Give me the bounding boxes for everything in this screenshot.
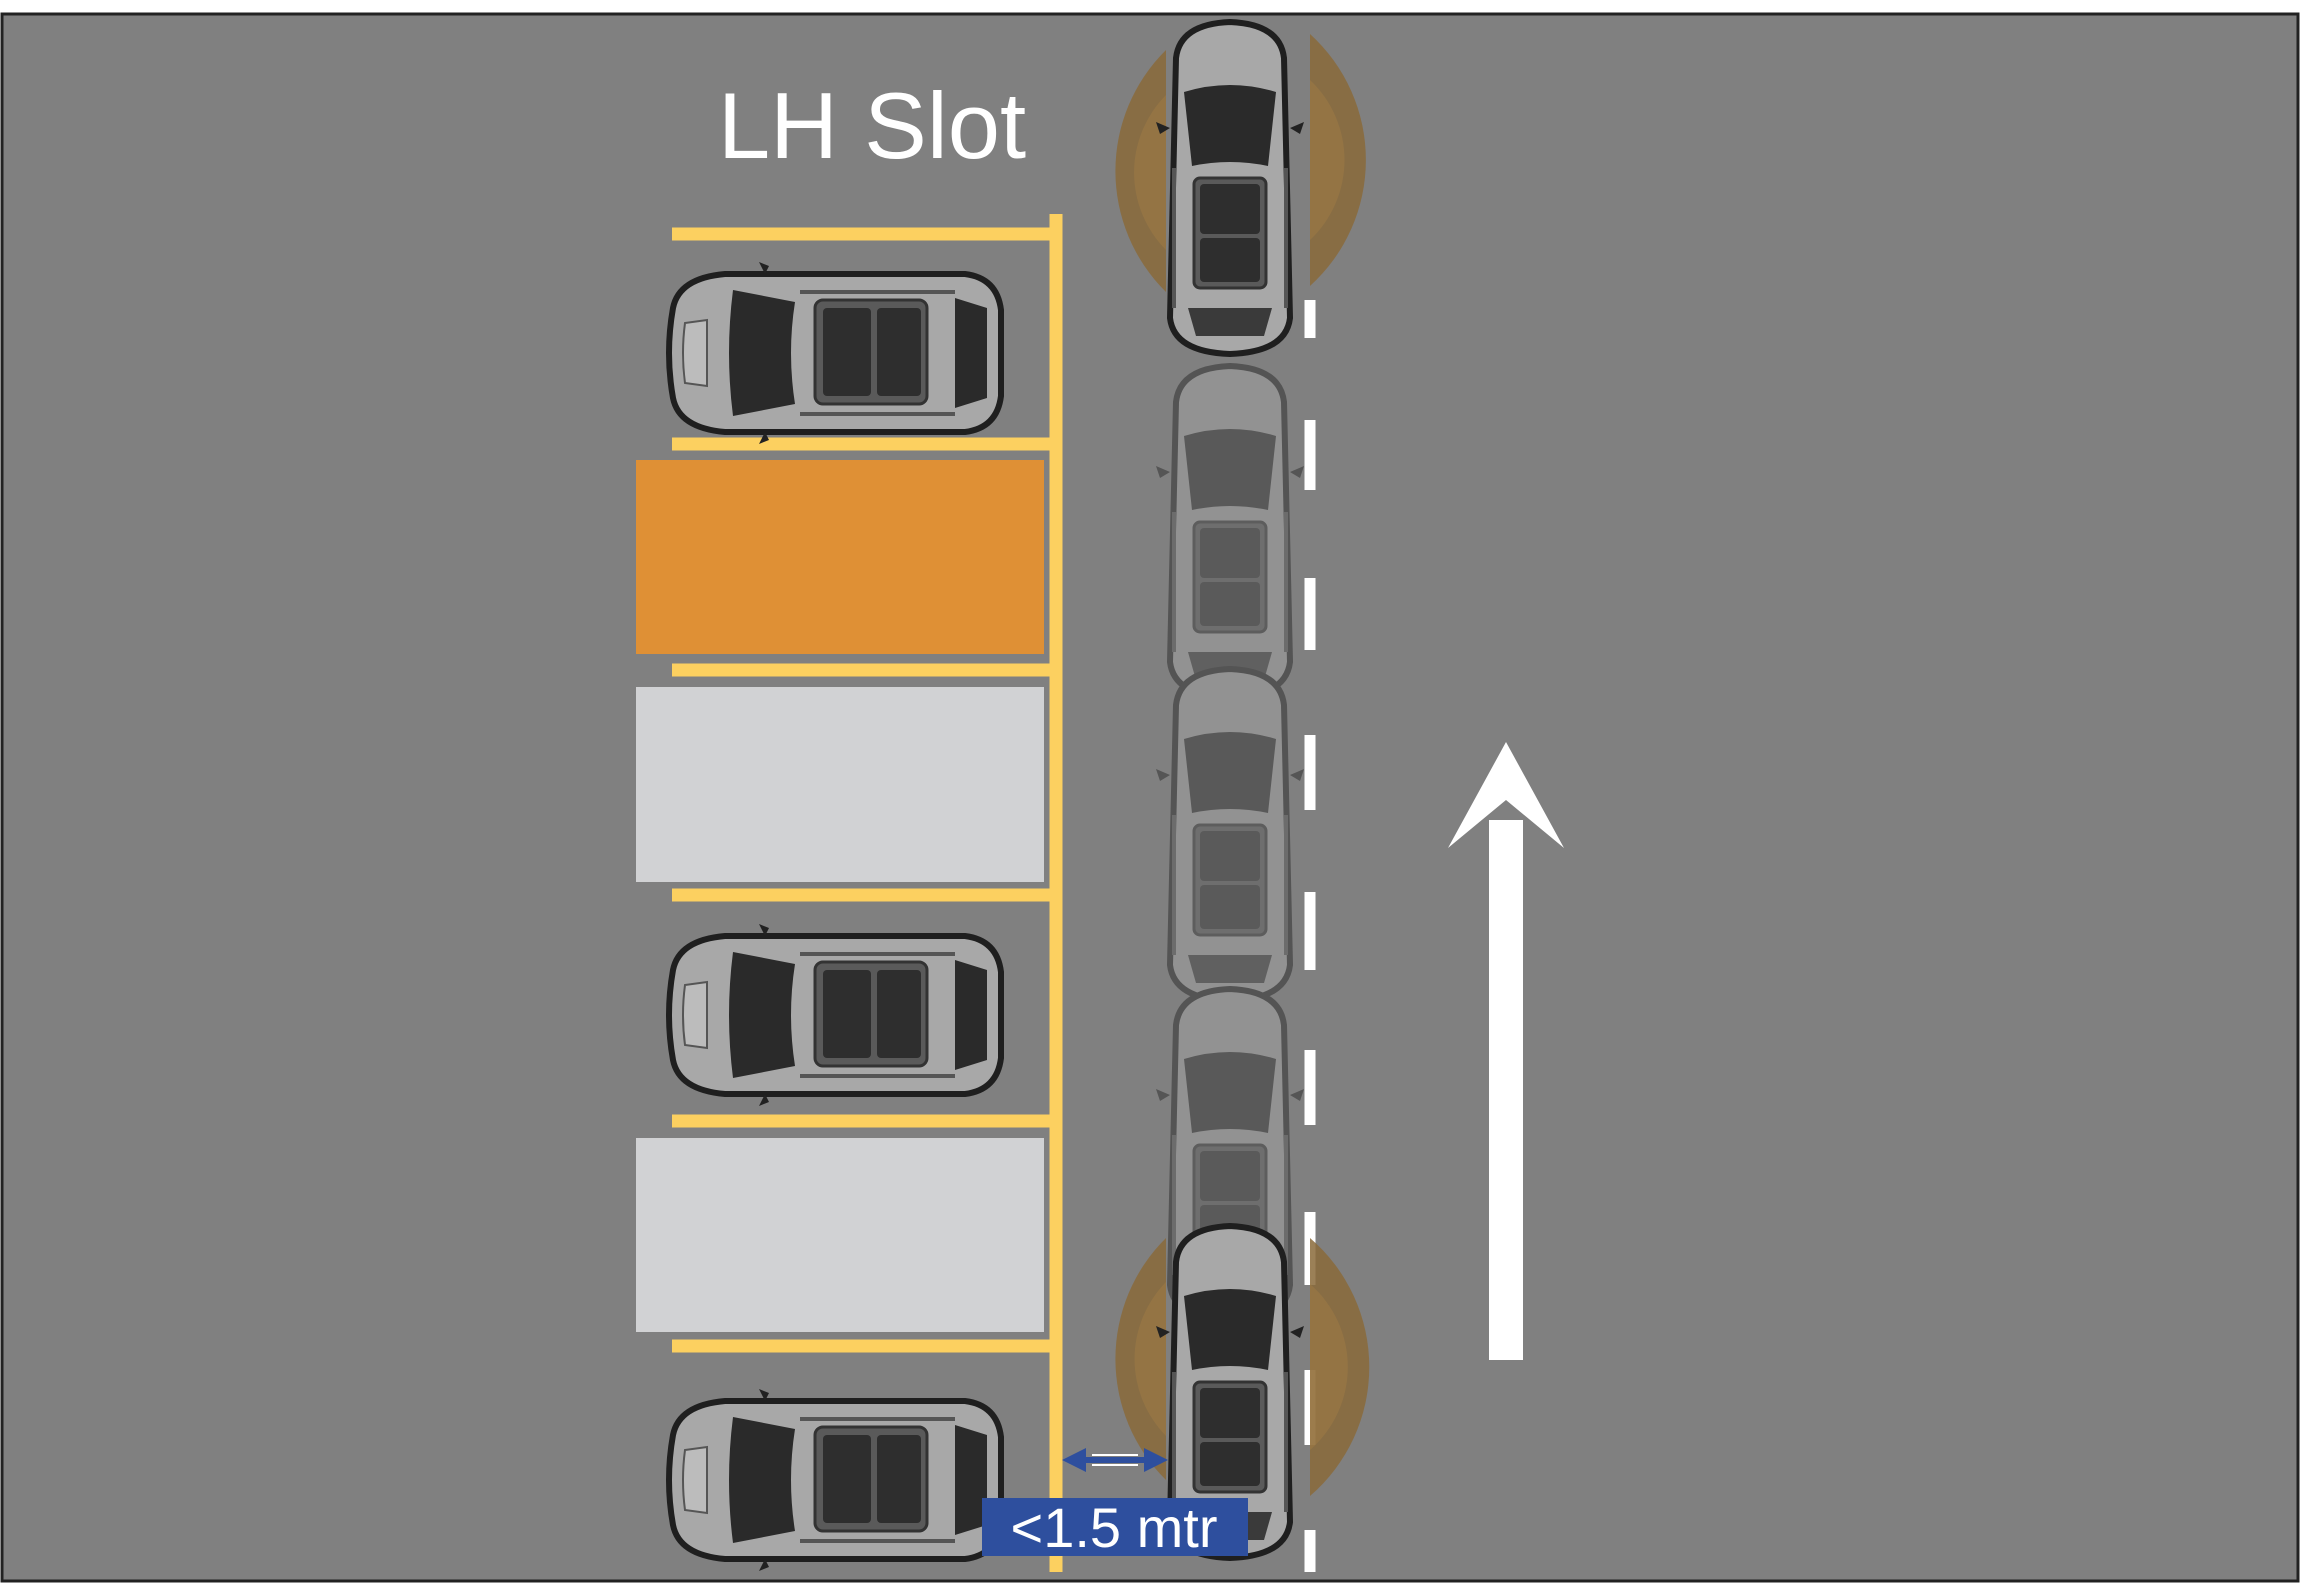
ego-ghost-car [1156,669,1304,1001]
slot-title: LH Slot [718,73,1026,178]
arrow-left-icon [1062,1448,1086,1472]
distance-label: <1.5 mtr [1011,1496,1218,1559]
parked-car [669,924,1001,1106]
empty-slot [636,687,1044,882]
ego-ghost-trail [1156,366,1304,1321]
direction-arrow-icon [1448,742,1564,1360]
arrow-right-icon [1144,1448,1168,1472]
sensor-cones-top [1115,34,1366,292]
parked-car [669,262,1001,444]
ego-car-start [1156,22,1304,354]
distance-label-bg [982,1498,1248,1556]
parked-car [669,1389,1001,1571]
slot-lines [672,214,1063,1572]
empty-slot [636,1138,1044,1332]
ego-ghost-car [1156,366,1304,698]
sensor-cones-bottom [1115,1238,1370,1496]
target-slot [636,460,1044,654]
distance-indicator [1062,1448,1168,1472]
